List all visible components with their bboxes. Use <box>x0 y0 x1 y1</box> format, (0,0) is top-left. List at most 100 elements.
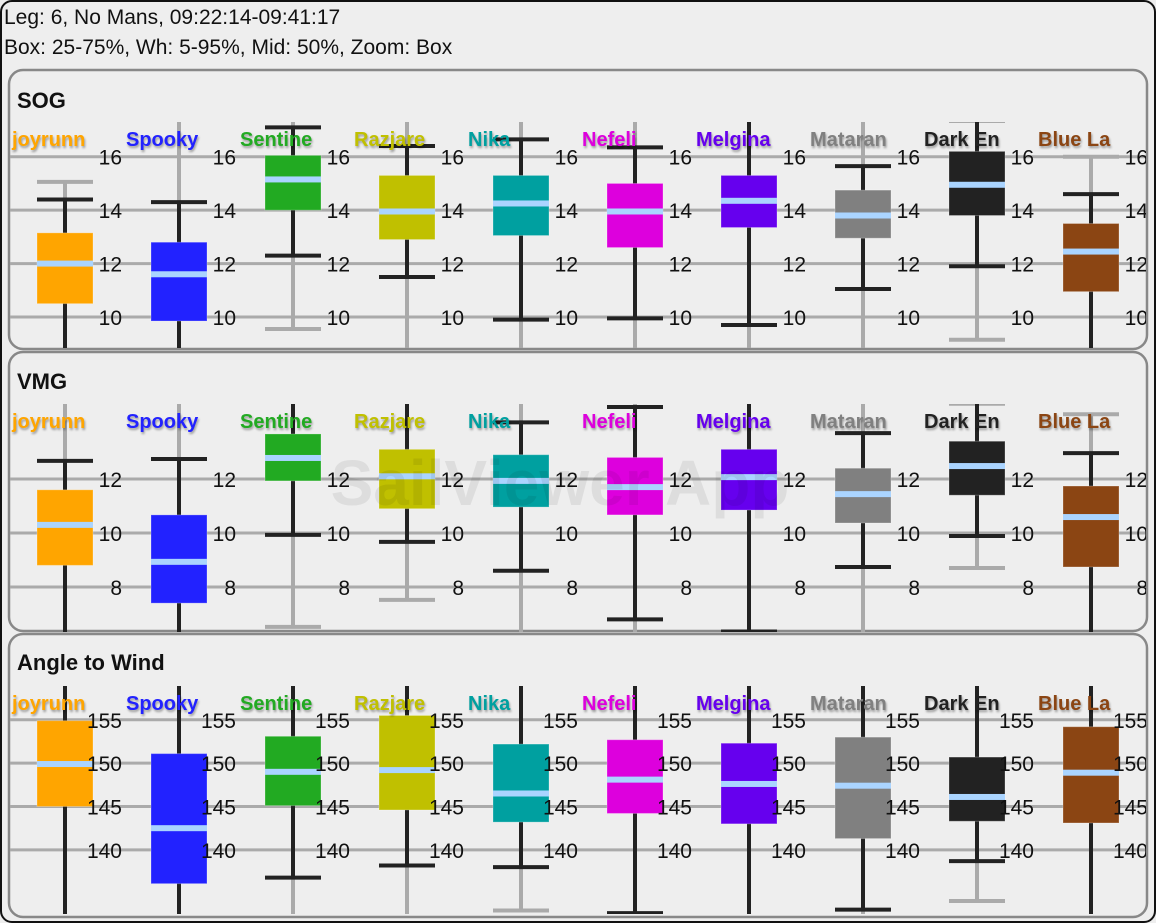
box-melgina <box>720 404 778 632</box>
legend-label: Sentine <box>240 129 312 151</box>
y-tick-label: 150 <box>885 753 920 776</box>
iqr-box <box>378 714 436 811</box>
y-tick-label: 16 <box>669 147 692 170</box>
median-line <box>265 176 321 183</box>
box-razjare <box>378 404 436 602</box>
legend-label: Nefeli <box>582 693 636 715</box>
y-tick-label: 150 <box>543 753 578 776</box>
leg-info: Leg: 6, No Mans, 09:22:14-09:41:17 <box>4 6 341 29</box>
y-tick-label: 140 <box>201 840 236 863</box>
y-tick-label: 150 <box>657 753 692 776</box>
iqr-box <box>948 756 1006 822</box>
y-tick-label: 12 <box>213 469 236 492</box>
y-tick-label: 10 <box>99 523 122 546</box>
median-line <box>949 181 1005 188</box>
y-tick-label: 155 <box>1113 710 1148 733</box>
legend-label: Nika <box>468 411 511 433</box>
legend-label: Razjare <box>354 411 425 433</box>
y-tick-label: 12 <box>441 254 464 277</box>
legend-label: Razjare <box>354 693 425 715</box>
y-tick-label: 8 <box>1022 577 1034 600</box>
plot-area: 1401451501551401451501551401451501551401… <box>10 686 1148 914</box>
y-tick-label: 155 <box>999 710 1034 733</box>
y-tick-label: 10 <box>1125 523 1148 546</box>
median-line <box>1063 248 1119 255</box>
box-sentine <box>264 404 322 629</box>
y-tick-label: 16 <box>1125 147 1148 170</box>
panel-title: SOG <box>17 88 66 113</box>
y-tick-label: 12 <box>1125 469 1148 492</box>
panel-angle-to-wind: 1401451501551401451501551401451501551401… <box>7 632 1149 919</box>
y-tick-label: 14 <box>783 200 807 223</box>
median-line <box>151 825 207 832</box>
y-tick-label: 12 <box>669 469 692 492</box>
legend-label: Melgina <box>696 129 771 151</box>
y-tick-label: 8 <box>452 577 464 600</box>
y-tick-label: 12 <box>555 254 578 277</box>
median-line <box>37 260 93 267</box>
y-tick-label: 10 <box>1011 307 1034 330</box>
legend-label: Blue La <box>1038 129 1111 151</box>
median-line <box>835 212 891 219</box>
box-blue-la <box>1062 154 1120 348</box>
legend-label: Mataran <box>810 693 887 715</box>
box-sentine <box>264 122 322 332</box>
y-tick-label: 140 <box>657 840 692 863</box>
y-tick-label: 155 <box>429 710 464 733</box>
y-tick-label: 12 <box>441 469 464 492</box>
iqr-box <box>606 182 664 249</box>
legend-label: joyrunn <box>11 129 85 151</box>
y-tick-label: 12 <box>213 254 236 277</box>
iqr-box <box>606 739 664 814</box>
y-tick-label: 155 <box>771 710 806 733</box>
y-tick-label: 145 <box>429 797 464 820</box>
y-tick-label: 14 <box>555 200 579 223</box>
box-nika <box>492 686 550 913</box>
legend-label: Sentine <box>240 411 312 433</box>
y-tick-label: 150 <box>315 753 350 776</box>
box-joyrunn <box>36 404 94 632</box>
y-tick-label: 12 <box>1011 254 1034 277</box>
legend-label: Blue La <box>1038 411 1111 433</box>
y-tick-label: 8 <box>794 577 806 600</box>
y-tick-label: 10 <box>213 523 236 546</box>
iqr-box <box>1062 485 1120 568</box>
box-joyrunn <box>36 686 94 914</box>
y-tick-label: 150 <box>429 753 464 776</box>
y-tick-label: 10 <box>555 523 578 546</box>
y-tick-label: 8 <box>110 577 122 600</box>
median-line <box>721 780 777 787</box>
legend-label: Nefeli <box>582 129 636 151</box>
box-nika <box>492 404 550 632</box>
median-line <box>949 793 1005 800</box>
y-tick-label: 12 <box>669 254 692 277</box>
plot-area: 8101281012810128101281012810128101281012… <box>10 404 1148 632</box>
y-tick-label: 140 <box>771 840 806 863</box>
panel-sog: 1012141610121416101214161012141610121416… <box>7 68 1149 351</box>
median-line <box>721 474 777 481</box>
y-tick-label: 10 <box>555 307 578 330</box>
median-line <box>37 761 93 768</box>
legend-label: joyrunn <box>11 693 85 715</box>
median-line <box>1063 514 1119 521</box>
y-tick-label: 8 <box>1136 577 1148 600</box>
panel-vmg: 8101281012810128101281012810128101281012… <box>7 350 1149 633</box>
box-nefeli <box>606 122 664 348</box>
median-line <box>721 197 777 204</box>
y-tick-label: 155 <box>657 710 692 733</box>
median-line <box>151 558 207 565</box>
y-tick-label: 155 <box>885 710 920 733</box>
legend-label: Nika <box>468 693 511 715</box>
box-dark-en <box>948 122 1006 342</box>
y-tick-label: 8 <box>224 577 236 600</box>
legend-label: Nika <box>468 129 511 151</box>
y-tick-label: 145 <box>771 797 806 820</box>
legend-label: Razjare <box>354 129 425 151</box>
box-nefeli <box>606 686 664 914</box>
y-tick-label: 145 <box>885 797 920 820</box>
legend-label: Mataran <box>810 129 887 151</box>
watermark: SailViewer App <box>331 447 790 519</box>
iqr-box <box>150 753 208 885</box>
y-tick-label: 10 <box>327 307 350 330</box>
y-tick-label: 8 <box>680 577 692 600</box>
